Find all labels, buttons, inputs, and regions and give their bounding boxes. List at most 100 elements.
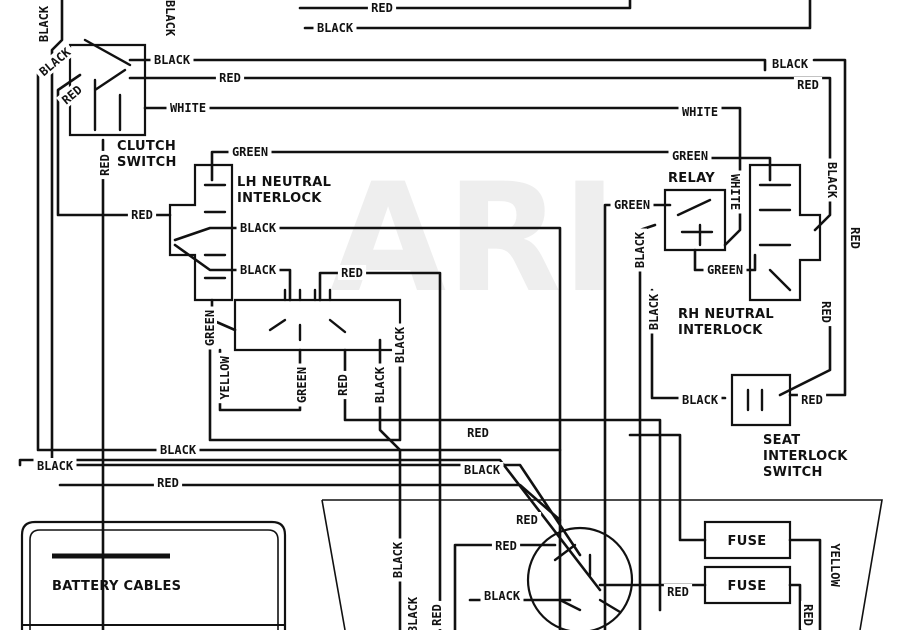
svg-text:RED: RED [797,78,819,92]
wire-left-black-outer [50,0,582,557]
wire-label-black: BLACK [632,228,647,272]
wire-label-yellow: YELLOW [217,352,232,404]
wire-label-black: BLACK [236,220,280,235]
svg-text:RED: RED [495,539,517,553]
svg-text:RED: RED [848,227,862,249]
wire-label-red: RED [801,600,816,630]
wire-black-relay [638,223,657,630]
wire-label-red: RED [215,70,245,85]
wire-label-red: RED [819,297,834,327]
wire-clutch-white [143,106,742,247]
wire-red-lower [58,483,562,522]
svg-text:RED: RED [516,513,538,527]
svg-text:BLACK: BLACK [160,443,197,457]
svg-text:BLACK: BLACK [464,463,501,477]
wire-label-white: WHITE [728,170,743,214]
svg-text:RED: RED [801,604,815,626]
wire-label-black: BLACK [156,442,200,457]
wire-left-black-inner [36,68,562,452]
wire-label-black: BLACK [460,462,504,477]
wire-label-red: RED [848,223,863,253]
wire-label-black: BLACK [392,323,407,367]
wire-label-red: RED [367,0,397,15]
svg-text:YELLOW: YELLOW [828,543,842,587]
svg-text:RED: RED [667,585,689,599]
wire-label-red: RED [429,600,444,630]
svg-text:WHITE: WHITE [682,105,718,119]
wire-top-black [303,0,812,30]
wire-label-green: GREEN [610,197,654,212]
svg-text:RED: RED [157,476,179,490]
svg-text:RED: RED [819,301,833,323]
svg-text:RED: RED [341,266,363,280]
seat-interlock-switch [730,373,792,427]
svg-text:BLACK: BLACK [154,53,191,67]
svg-text:BLACK: BLACK [825,162,839,199]
fuse-2-box [703,565,792,605]
wire-red-fuse-top [628,433,707,542]
wire-label-red: RED [153,475,183,490]
wire-label-yellow: YELLOW [828,539,843,591]
wire-red-fuse2-out [788,583,802,630]
svg-text:BLACK: BLACK [682,393,719,407]
wire-label-black: BLACK [163,0,178,40]
wire-label-red: RED [337,265,367,280]
wire-red-terminal [318,271,442,630]
watermark: ARI [330,152,617,326]
wire-label-black: BLACK [36,2,51,46]
wire-yellow-fuse [788,538,822,630]
svg-text:GREEN: GREEN [672,149,708,163]
key-switch [526,526,634,630]
wire-label-black: BLACK [480,588,524,603]
wire-label-black: BLACK [150,52,194,67]
wire-label-black: BLACK [390,538,405,582]
wire-clutch-red [128,76,832,232]
wire-lh-black-long [173,226,562,630]
wire-label-red: RED [97,150,112,180]
svg-text:BLACK: BLACK [240,221,277,235]
svg-text:BLACK: BLACK [393,326,407,363]
wire-label-green: GREEN [703,262,747,277]
label-relay: RELAY [668,171,715,186]
svg-text:WHITE: WHITE [728,174,742,210]
svg-text:BLACK: BLACK [163,0,177,37]
svg-text:BLACK: BLACK [37,459,74,473]
svg-text:RED: RED [219,71,241,85]
wire-label-green: GREEN [228,144,272,159]
wire-label-red: RED [512,512,542,527]
wire-label-red: RED [793,77,823,92]
svg-text:WHITE: WHITE [170,101,206,115]
lower-frame [321,499,883,630]
svg-text:BLACK: BLACK [633,231,647,268]
wire-red-key [453,543,557,630]
wire-label-red: RED [491,538,521,553]
label-fuse-2: FUSE [728,579,767,594]
legend-box [20,520,287,630]
wire-label-green: GREEN [294,363,309,407]
wire-label-black: BLACK [646,290,661,334]
wire-label-red: RED [335,370,350,400]
wire-label-red: RED [797,392,827,407]
svg-text:BLACK: BLACK [772,57,809,71]
svg-text:BLACK: BLACK [240,263,277,277]
svg-text:BLACK: BLACK [647,293,661,330]
svg-text:RED: RED [430,604,444,626]
wire-label-black: BLACK [236,262,280,277]
svg-text:GREEN: GREEN [614,198,650,212]
svg-text:RED: RED [801,393,823,407]
svg-text:GREEN: GREEN [203,310,217,346]
svg-text:BLACK: BLACK [391,541,405,578]
svg-text:RED: RED [131,208,153,222]
svg-text:BLACK: BLACK [317,21,354,35]
wire-label-black: BLACK [33,458,77,473]
wire-label-black: BLACK [372,363,387,407]
rh-neutral-interlock [748,163,822,302]
wire-label-red: RED [663,584,693,599]
relay [663,188,727,252]
